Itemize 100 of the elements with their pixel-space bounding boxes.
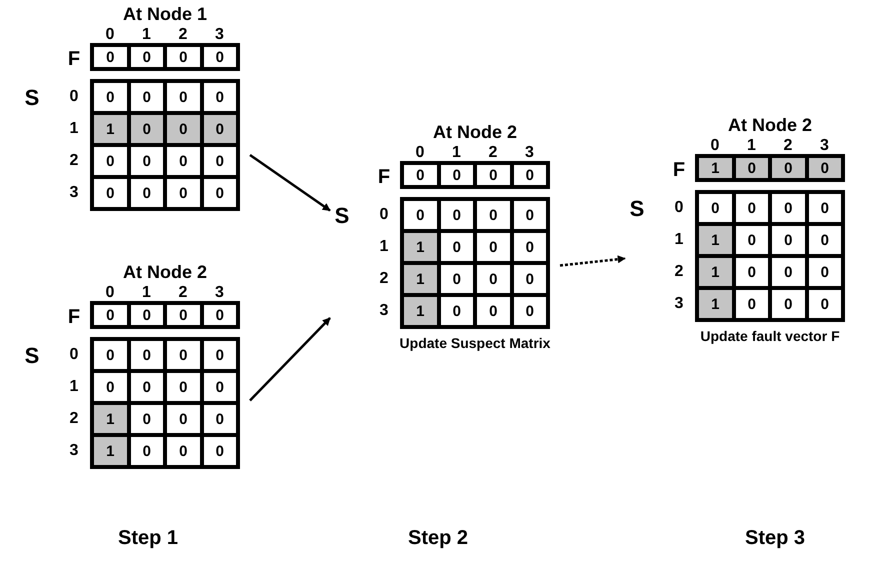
column-index: 0 [710, 138, 720, 154]
row-index: 3 [378, 303, 390, 319]
matrix-cell: 0 [438, 263, 475, 295]
matrix-cell: 0 [697, 192, 734, 224]
row-index: 3 [674, 296, 684, 312]
matrix-cell: 0 [165, 145, 202, 177]
row-index: 1 [378, 239, 390, 255]
matrix-cell: 0 [202, 177, 238, 209]
matrix-cell: 0 [475, 231, 512, 263]
step-label: Step 2 [408, 527, 468, 550]
column-index: 2 [782, 138, 794, 154]
matrix-cell: 0 [202, 113, 238, 145]
row-index: 0 [378, 207, 390, 223]
row-index: 3 [68, 443, 80, 459]
matrix-cell: 0 [806, 288, 843, 320]
matrix-cell: 0 [128, 371, 165, 403]
column-index: 1 [141, 285, 152, 301]
column-index: 2 [178, 27, 188, 43]
matrix-cell: 0 [806, 224, 843, 256]
column-index: 3 [214, 27, 225, 43]
column-index: 3 [214, 285, 225, 301]
row-index: 2 [674, 264, 684, 280]
row-label: F [672, 160, 686, 180]
matrix-cell: 0 [402, 163, 438, 187]
matrix-cell: 0 [734, 224, 770, 256]
column-index: 1 [141, 27, 152, 43]
matrix-cell: 0 [512, 199, 548, 231]
matrix-cell: 0 [734, 192, 770, 224]
row-index: 1 [674, 232, 684, 248]
column-index: 1 [746, 138, 757, 154]
matrix-cell: 1 [402, 231, 438, 263]
column-index: 3 [819, 138, 830, 154]
column-index: 0 [104, 285, 116, 301]
row-label: F [66, 49, 82, 69]
matrix-cell: 0 [128, 403, 165, 435]
matrix-cell: 0 [165, 339, 202, 371]
row-index: 0 [68, 347, 80, 363]
matrix-cell: 0 [128, 113, 165, 145]
matrix-cell: 0 [92, 145, 128, 177]
matrix-cell: 0 [475, 163, 512, 187]
row-label: F [66, 307, 82, 327]
matrix-cell: 0 [806, 256, 843, 288]
panel-heading: At Node 1 [122, 5, 208, 23]
matrix-cell: 0 [128, 145, 165, 177]
matrix-cell: 1 [92, 435, 128, 467]
matrix-cell: 0 [512, 295, 548, 327]
matrix-cell: 0 [128, 303, 165, 327]
matrix-cell: 0 [165, 303, 202, 327]
matrix-cell: 0 [128, 339, 165, 371]
matrix-cell: 0 [512, 231, 548, 263]
matrix-cell: 0 [438, 163, 475, 187]
row-index: 2 [68, 411, 80, 427]
matrix-cell: 0 [438, 199, 475, 231]
matrix-cell: 0 [202, 403, 238, 435]
matrix-cell: 1 [92, 403, 128, 435]
row-index: 3 [68, 185, 80, 201]
panel-heading: At Node 2 [432, 123, 518, 141]
matrix-cell: 0 [512, 263, 548, 295]
matrix-cell: 0 [770, 288, 806, 320]
matrix-cell: 1 [92, 113, 128, 145]
column-index: 3 [524, 145, 535, 161]
matrix-cell: 0 [128, 177, 165, 209]
matrix-cell: 1 [697, 256, 734, 288]
matrix-cell: 0 [165, 45, 202, 69]
matrix-cell: 0 [734, 156, 770, 180]
row-index: 1 [68, 121, 80, 137]
matrix-cell: 1 [402, 263, 438, 295]
matrix-cell: 0 [806, 192, 843, 224]
matrix-cell: 0 [165, 371, 202, 403]
matrix-cell: 0 [438, 295, 475, 327]
matrix-cell: 0 [165, 177, 202, 209]
matrix-cell: 1 [697, 156, 734, 180]
arrow [560, 255, 626, 267]
matrix-cell: 0 [770, 192, 806, 224]
matrix-cell: 0 [734, 256, 770, 288]
matrix-cell: 1 [697, 224, 734, 256]
column-index: 2 [488, 145, 498, 161]
step-label: Step 3 [745, 527, 806, 550]
matrix-cell: 0 [128, 81, 165, 113]
matrix-cell: 0 [202, 45, 238, 69]
matrix-cell: 0 [92, 303, 128, 327]
matrix-cell: 0 [402, 199, 438, 231]
row-label: S [24, 345, 40, 367]
matrix-cell: 0 [202, 145, 238, 177]
panel-heading: At Node 2 [122, 263, 208, 281]
matrix-cell: 0 [202, 339, 238, 371]
matrix-cell: 0 [92, 45, 128, 69]
matrix-cell: 0 [512, 163, 548, 187]
column-index: 1 [451, 145, 462, 161]
matrix-cell: 0 [806, 156, 843, 180]
matrix-cell: 0 [92, 81, 128, 113]
row-label: S [24, 87, 40, 109]
matrix-cell: 0 [165, 81, 202, 113]
matrix-cell: 0 [475, 199, 512, 231]
matrix-cell: 0 [770, 224, 806, 256]
column-index: 2 [178, 285, 188, 301]
column-index: 0 [104, 27, 116, 43]
matrix-cell: 0 [770, 256, 806, 288]
matrix-cell: 0 [770, 156, 806, 180]
matrix-cell: 0 [92, 177, 128, 209]
